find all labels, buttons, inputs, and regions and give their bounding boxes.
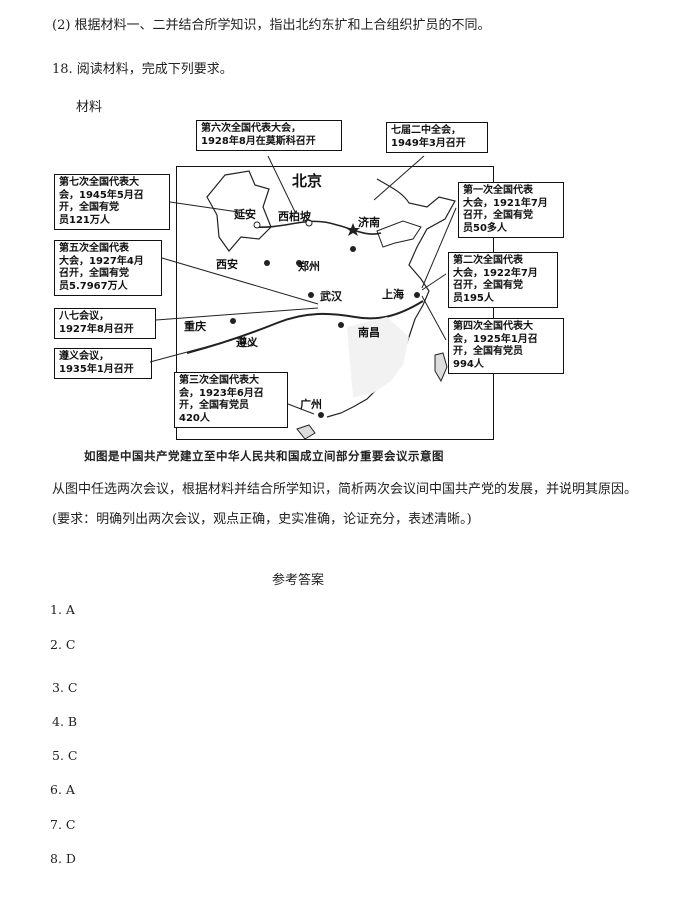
- city-xibaipo: 西柏坡: [278, 210, 311, 223]
- map-caption: 如图是中国共产党建立至中华人民共和国成立间部分重要会议示意图: [84, 449, 444, 463]
- answer-4: 4. B: [52, 714, 78, 729]
- city-shanghai: 上海: [382, 288, 404, 301]
- answer-6: 6. A: [50, 782, 75, 797]
- question-18-title: 18. 阅读材料，完成下列要求。: [52, 62, 233, 77]
- box-seventh-congress: 第七次全国代表大 会，1945年5月召 开，全国有党 员121万人: [54, 174, 170, 230]
- box-zunyi-meeting: 遵义会议， 1935年1月召开: [54, 348, 152, 379]
- city-zhengzhou: 郑州: [298, 260, 320, 273]
- material-label: 材料: [76, 100, 103, 115]
- city-xian: 西安: [216, 258, 238, 271]
- connector-lines: [149, 155, 457, 415]
- box-seventh-plenum: 七届二中全会， 1949年3月召开: [386, 122, 488, 153]
- city-jinan: 济南: [358, 216, 380, 229]
- box-first-congress: 第一次全国代表 大会，1921年7月 召开，全国有党 员50多人: [458, 182, 564, 238]
- answer-title: 参考答案: [272, 573, 325, 588]
- city-beijing: 北京: [292, 172, 323, 190]
- answer-5: 5. C: [52, 748, 78, 763]
- answer-8: 8. D: [50, 851, 76, 866]
- city-wuhan: 武汉: [320, 290, 342, 303]
- answer-2: 2. C: [50, 637, 76, 652]
- requirement-text: (要求：明确列出两次会议，观点正确，史实准确，论证充分，表述清晰。): [52, 512, 472, 527]
- city-guangzhou: 广州: [300, 398, 322, 411]
- answer-7: 7. C: [50, 817, 76, 832]
- city-yanan: 延安: [234, 208, 256, 221]
- city-nanchang: 南昌: [358, 326, 380, 339]
- box-sixth-congress: 第六次全国代表大会， 1928年8月在莫斯科召开: [196, 120, 342, 151]
- task-text: 从图中任选两次会议，根据材料并结合所学知识，简析两次会议间中国共产党的发展，并说…: [52, 482, 638, 497]
- answer-3: 3. C: [52, 680, 78, 695]
- box-fifth-congress: 第五次全国代表 大会，1927年4月 召开，全国有党 员5.7967万人: [54, 240, 162, 296]
- answer-1: 1. A: [50, 602, 75, 617]
- city-chongqing: 重庆: [184, 320, 206, 333]
- question-part-2: (2) 根据材料一、二并结合所学知识，指出北约东扩和上合组织扩员的不同。: [52, 18, 491, 33]
- box-fourth-congress: 第四次全国代表大 会，1925年1月召 开，全国有党员 994人: [448, 318, 564, 374]
- box-third-congress: 第三次全国代表大 会，1923年6月召 开，全国有党员 420人: [174, 372, 288, 428]
- box-second-congress: 第二次全国代表 大会，1922年7月 召开，全国有党 员195人: [448, 252, 558, 308]
- meeting-map: 北京 西柏坡 延安 济南 西安 郑州 武汉 上海 重庆 遵义 南昌 广州 第六次…: [52, 118, 564, 440]
- box-aug7-meeting: 八七会议， 1927年8月召开: [54, 308, 156, 339]
- city-zunyi: 遵义: [236, 336, 258, 349]
